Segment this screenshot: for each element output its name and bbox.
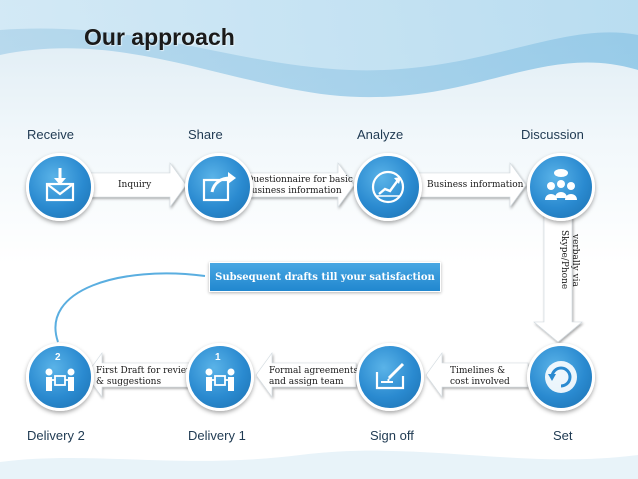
stage-share-label: Share [188,127,223,142]
subsequent-drafts-banner: Subsequent drafts till your satisfaction [209,262,441,292]
arrow-firstdraft-label: First Draft for review & suggestions [96,366,194,388]
firstdraft-line2: & suggestions [96,377,162,387]
arrow-verbally [533,211,583,343]
stage-signoff-label: Sign off [370,428,414,443]
firstdraft-line1: First Draft for review [96,366,194,376]
delivery2-node: 2 [26,343,94,411]
stage-discussion-label: Discussion [521,127,584,142]
refresh-cycle-icon [545,361,577,393]
arrow-firstdraft [85,352,191,398]
arrow-questionnaire-label: Questionnaire for basic business informa… [246,175,353,197]
handover-box-icon [205,368,235,391]
analyze-node [354,153,422,221]
delivery1-node: 1 [186,343,254,411]
formal-line1: Formal agreements [269,366,359,376]
people-discussion-icon [545,169,577,200]
timelines-line2: cost involved [450,377,510,387]
set-node [527,343,595,411]
arrow-verbally-label: verbally via Skype/Phone [550,230,580,290]
share-arrow-icon [202,172,236,202]
stage-analyze-label: Analyze [357,127,404,142]
timelines-line1: Timelines & [450,366,506,376]
arrow-formal-label: Formal agreements and assign team [269,366,358,388]
delivery1-badge: 1 [215,352,221,363]
stage-receive-label: Receive [27,127,74,142]
handover-box-icon [45,368,75,391]
questionnaire-line2: business information [246,186,342,196]
signoff-node [356,343,424,411]
arrow-questionnaire [241,162,355,208]
arrow-business-info-label: Business information [427,180,524,190]
arrow-timelines [425,352,529,398]
verbally-line1: verbally via [570,233,580,287]
delivery2-badge: 2 [55,352,61,363]
inbox-arrow-icon [45,168,75,202]
stage-delivery1-label: Delivery 1 [188,428,246,443]
share-node [185,153,253,221]
sign-document-icon [375,362,405,390]
loop-curve [54,272,206,343]
discussion-node [527,153,595,221]
formal-line2: and assign team [269,377,344,387]
stage-delivery2-label: Delivery 2 [27,428,85,443]
stage-set-label: Set [553,428,573,443]
questionnaire-line1: Questionnaire for basic [246,175,353,185]
receive-node [26,153,94,221]
arrow-formal [255,352,357,398]
arrow-inquiry [87,162,187,208]
verbally-line2: Skype/Phone [559,230,569,290]
arrow-business-info [411,162,527,208]
page-title: Our approach [84,24,235,50]
arrow-timelines-label: Timelines & cost involved [450,366,510,388]
arrow-inquiry-label: Inquiry [118,180,152,190]
growth-chart-icon [371,170,405,204]
